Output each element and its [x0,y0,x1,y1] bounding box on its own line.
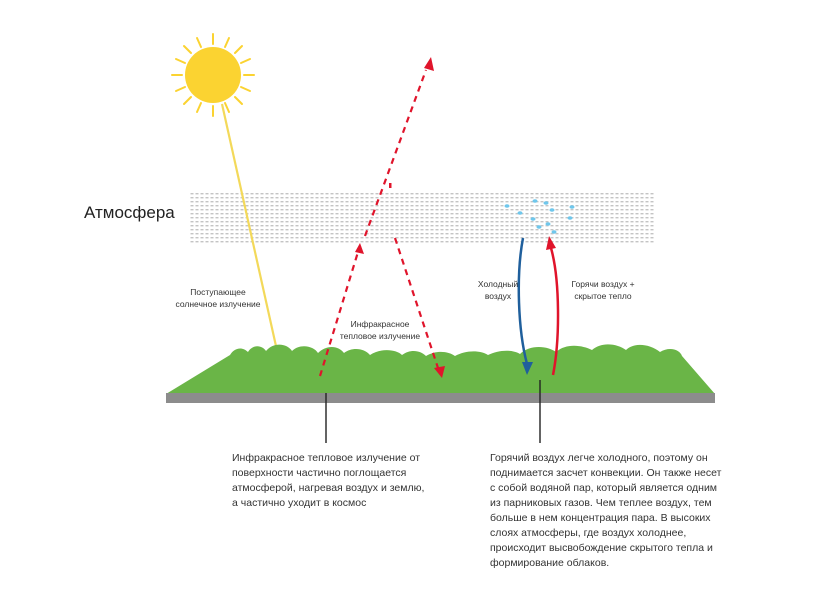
sun-icon [171,33,255,117]
ground-layer [166,393,715,403]
atmosphere-label: Атмосфера [84,203,175,222]
convection-description: Горячий воздух легче холодного, поэтому … [490,452,722,569]
infrared-arrowheads [355,57,445,378]
infrared-arrows [318,69,440,377]
cold-air-label: Холодный воздух [477,279,519,301]
hot-air-arrow [546,236,560,376]
pointer-lines [325,380,541,443]
cold-air-arrow [517,237,533,375]
atmosphere-band [190,191,655,244]
infrared-radiation-label: Инфракрасное тепловое излучение [339,319,421,341]
water-droplet-icon [504,199,575,234]
hot-air-label: Горячи воздух + скрытое тепло [571,279,635,301]
infrared-description: Инфракрасное тепловое излучение от повер… [232,452,425,509]
solar-radiation-label: Поступающее солнечное излучение [175,287,261,309]
